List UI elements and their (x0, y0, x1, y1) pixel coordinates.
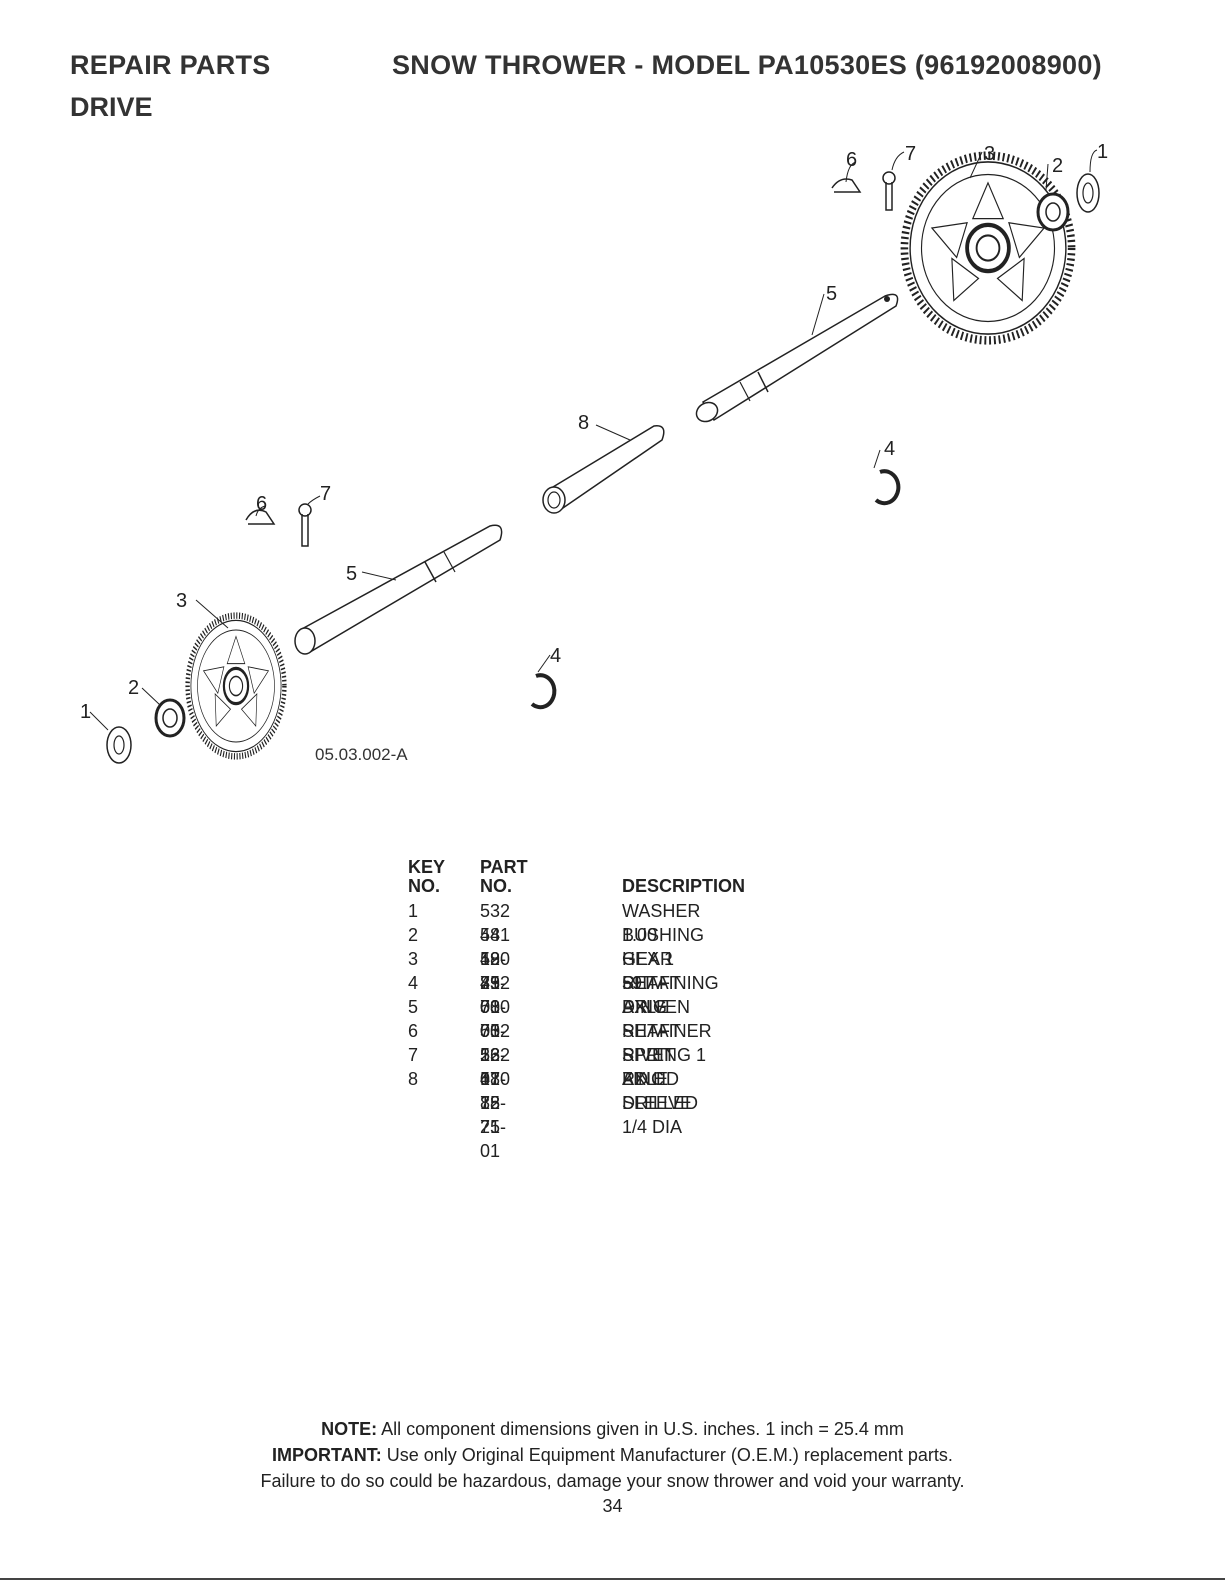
header-model: SNOW THROWER - MODEL PA10530ES (96192008… (392, 50, 1102, 80)
important-text: Use only Original Equipment Manufacturer… (381, 1445, 953, 1465)
callout-4-upper: 4 (884, 438, 895, 460)
bushing-upper (1036, 192, 1070, 232)
axle-shaft-lower (294, 524, 503, 655)
description: BUSHING HEX 1 SHAFT (622, 925, 705, 993)
callout-5-upper: 5 (826, 283, 837, 305)
part-no: 581 12 23-01 (480, 925, 511, 1017)
washer-upper (1076, 173, 1100, 213)
retainer-spring-upper (831, 178, 862, 193)
gear-lower (188, 616, 285, 757)
callout-1-upper: 1 (1097, 141, 1108, 163)
description: RETAINING RING (622, 973, 719, 1017)
callout-1-lower: 1 (80, 701, 91, 723)
callout-7-upper: 7 (905, 143, 916, 165)
callout-2-lower: 2 (128, 677, 139, 699)
important-label: IMPORTANT: (272, 1445, 382, 1465)
note-line: NOTE: All component dimensions given in … (0, 1416, 1225, 1442)
washer-lower (106, 726, 132, 764)
key-no: 7 (408, 1045, 419, 1065)
callout-3-upper: 3 (984, 143, 995, 165)
rivet-lower (298, 503, 312, 547)
section-title: DRIVE (70, 92, 153, 122)
note-label: NOTE: (321, 1419, 378, 1439)
key-no: 4 (408, 973, 419, 993)
bushing-lower (154, 698, 186, 738)
key-no: 1 (408, 901, 419, 921)
key-no: 2 (408, 925, 419, 945)
rivet-upper (882, 171, 896, 211)
header-part-2: NO. (480, 876, 513, 896)
part-no: 532 12 47-88 (480, 1021, 511, 1113)
bottom-divider (0, 1578, 1225, 1580)
part-no: 532 17 12-71 (480, 1045, 511, 1137)
diagram-reference: 05.03.002-A (315, 745, 408, 764)
callout-8: 8 (578, 412, 589, 434)
description: GEAR 59T DRIVEN (622, 949, 691, 1017)
retaining-ring-lower (530, 673, 557, 710)
header-title: REPAIR PARTS (70, 50, 271, 80)
description: RETAINER SPRING 1 ZINC (622, 1021, 712, 1089)
header-description: DESCRIPTION (622, 876, 746, 896)
axle-shaft-upper (695, 293, 899, 423)
header-part-1: PART (480, 857, 528, 877)
header-key-2: NO. (408, 876, 441, 896)
part-no: 580 75 26-01 (480, 997, 511, 1089)
part-no: 812 00 00-53 (480, 973, 511, 1065)
warning-line: Failure to do so could be hazardous, dam… (260, 1471, 965, 1491)
exploded-drive-diagram: 6 7 3 2 1 5 8 4 6 7 5 3 2 1 4 (80, 141, 1108, 764)
callout-3-lower: 3 (176, 590, 187, 612)
page-number: 34 (602, 1496, 623, 1516)
description: RIVET RD HD DRILLED 1/4 DIA (622, 1045, 699, 1137)
callout-4-lower: 4 (550, 645, 561, 667)
part-no: 580 75 73-01 (480, 949, 511, 1041)
notes-block: NOTE: All component dimensions given in … (0, 1416, 1225, 1494)
callout-5-lower: 5 (346, 563, 357, 585)
description: AXLE SHAFT SPLIT (622, 997, 681, 1065)
callout-6-upper: 6 (846, 149, 857, 171)
part-no: 532 44 49-49 (480, 901, 511, 993)
callout-2-upper: 2 (1052, 155, 1063, 177)
header-key-1: KEY (408, 857, 446, 877)
important-line: IMPORTANT: Use only Original Equipment M… (0, 1442, 1225, 1468)
part-no: 580 75 25-01 (480, 1069, 511, 1161)
key-no: 8 (408, 1069, 419, 1089)
axle-sleeve (542, 425, 665, 514)
key-no: 6 (408, 1021, 419, 1041)
description: AXLE SLEEVE (622, 1069, 693, 1113)
callout-7-lower: 7 (320, 483, 331, 505)
description: WASHER 1.00 (622, 901, 701, 945)
note-text: All component dimensions given in U.S. i… (377, 1419, 904, 1439)
retainer-spring-lower (245, 509, 276, 525)
retaining-ring-upper (874, 469, 901, 506)
callout-6-lower: 6 (256, 493, 267, 515)
key-no: 5 (408, 997, 419, 1017)
key-no: 3 (408, 949, 419, 969)
